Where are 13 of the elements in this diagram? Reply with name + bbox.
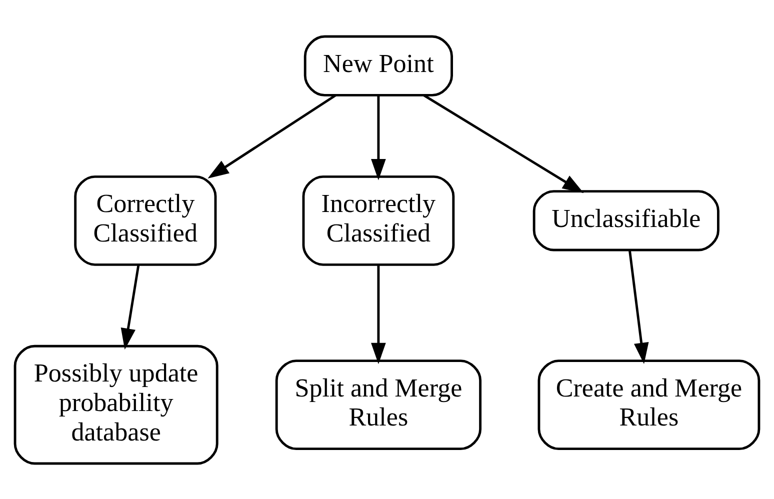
arrow (423, 94, 584, 193)
node-box: Possibly update probability database (14, 344, 218, 464)
node-box: Incorrectly Classified (302, 174, 455, 266)
arrow (371, 264, 386, 364)
node-box: Split and Merge Rules (275, 359, 482, 450)
arrow (208, 94, 336, 178)
arrow (628, 250, 649, 364)
node-box: Create and Merge Rules (538, 359, 760, 450)
arrow (371, 94, 386, 180)
node-box: New Point (304, 34, 453, 96)
node-box: Correctly Classified (74, 174, 217, 266)
node-box: Unclassifiable (532, 190, 720, 251)
arrow (120, 264, 140, 350)
